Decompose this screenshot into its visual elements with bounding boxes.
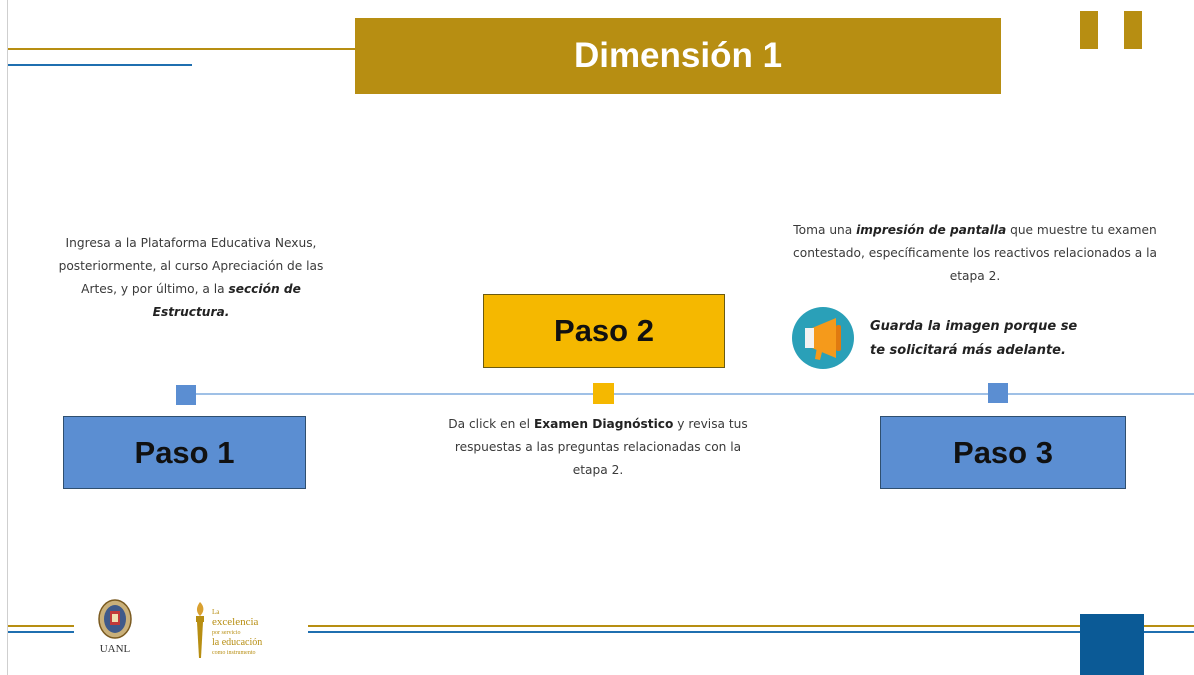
excellence-line3: por servicio bbox=[212, 630, 241, 636]
timeline-marker-3 bbox=[988, 383, 1008, 403]
uanl-seal-icon bbox=[98, 599, 132, 639]
step2-description: Da click en el Examen Diagnóstico y revi… bbox=[440, 413, 756, 482]
step2-text-c: y revisa tus respuestas a las preguntas … bbox=[454, 417, 748, 477]
footer-navy-block bbox=[1080, 614, 1144, 675]
footer-blue-line-left bbox=[8, 631, 74, 633]
header-gold-line bbox=[8, 48, 355, 50]
page-title: Dimensión 1 bbox=[573, 36, 783, 75]
step1-text: Ingresa a la Plataforma Educativa Nexus,… bbox=[58, 236, 324, 296]
excellence-line2: excelencia bbox=[212, 616, 259, 628]
step3-label: Paso 3 bbox=[953, 434, 1053, 470]
step3-box: Paso 3 bbox=[880, 416, 1126, 489]
step2-emphasis: Examen Diagnóstico bbox=[533, 417, 674, 431]
step3-note-text: Guarda la imagen porque se te solicitará… bbox=[870, 319, 1078, 358]
title-bar: Dimensión 1 bbox=[355, 18, 1001, 94]
megaphone-icon bbox=[792, 307, 854, 369]
step3-description: Toma una impresión de pantalla que muest… bbox=[780, 219, 1170, 288]
step1-box: Paso 1 bbox=[63, 416, 306, 489]
step3-text-c: que muestre tu examen contestado, especí… bbox=[793, 223, 1157, 283]
timeline-marker-1 bbox=[176, 385, 196, 405]
step3-text-a: Toma una bbox=[793, 223, 857, 237]
step1-emphasis: sección de Estructura. bbox=[152, 282, 301, 319]
step3-emphasis: impresión de pantalla bbox=[856, 223, 1007, 237]
footer-gold-line-left bbox=[8, 625, 74, 627]
timeline-line bbox=[186, 393, 1194, 395]
step1-description: Ingresa a la Plataforma Educativa Nexus,… bbox=[50, 232, 332, 324]
excellence-line5: como instrumento bbox=[212, 650, 256, 656]
torch-icon bbox=[192, 600, 208, 660]
left-border bbox=[7, 0, 8, 675]
pause-icon bbox=[1080, 11, 1146, 49]
timeline-marker-2 bbox=[593, 383, 614, 404]
step2-label: Paso 2 bbox=[554, 313, 654, 348]
footer-gold-line bbox=[308, 625, 1080, 627]
uanl-label: UANL bbox=[99, 643, 131, 655]
footer-gold-line-right bbox=[1144, 625, 1194, 627]
header-blue-line bbox=[8, 64, 192, 66]
excellence-logo: La excelencia por servicio la educación … bbox=[192, 600, 292, 662]
excellence-line4: la educación bbox=[212, 637, 263, 648]
step2-text-a: Da click en el bbox=[448, 417, 534, 431]
footer-blue-line bbox=[308, 631, 1080, 633]
footer-blue-line-right bbox=[1144, 631, 1194, 633]
step1-label: Paso 1 bbox=[134, 434, 235, 470]
step2-box: Paso 2 bbox=[483, 294, 725, 368]
uanl-logo: UANL bbox=[94, 599, 136, 661]
excellence-line1: La bbox=[212, 608, 220, 616]
step3-note: Guarda la imagen porque se te solicitará… bbox=[870, 315, 1095, 363]
